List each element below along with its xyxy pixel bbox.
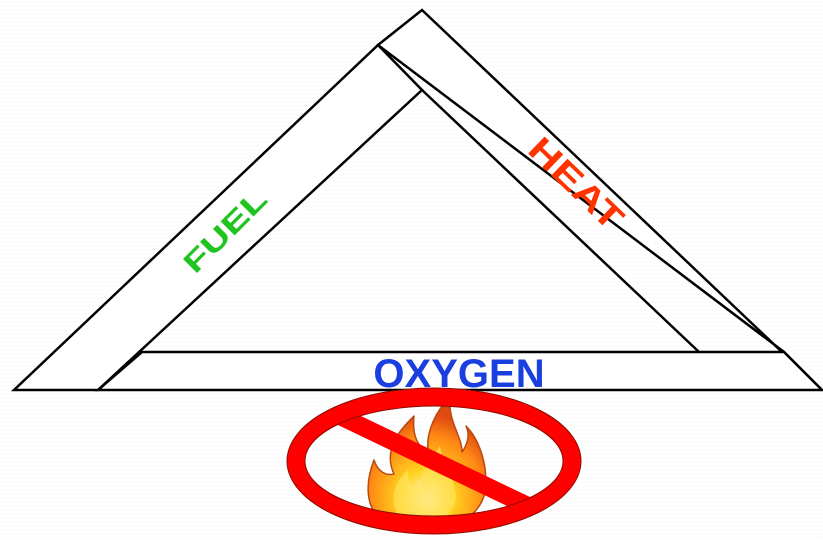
heat-label: HEAT (521, 130, 631, 238)
fire-triangle (14, 10, 822, 390)
no-fire-symbol (287, 388, 581, 534)
heat-bar-inner-edge (422, 90, 699, 352)
